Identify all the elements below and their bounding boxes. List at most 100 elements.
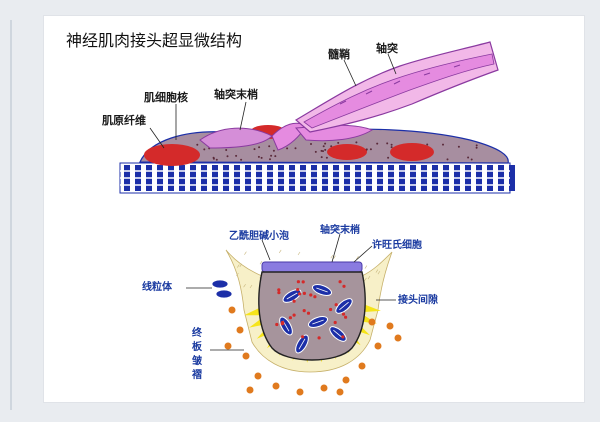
vesicle: [296, 288, 300, 292]
diagram-title: 神经肌肉接头超显微结构: [66, 31, 242, 50]
cytoplasm-dot: [286, 147, 289, 150]
schwann-stroke: [249, 284, 253, 289]
label-lower-axon-terminal: 轴突末梢: [320, 223, 360, 236]
cytoplasm-dot: [467, 156, 470, 159]
vesicle: [302, 309, 306, 313]
label-nucleus: 肌细胞核: [143, 90, 188, 104]
vesicle: [292, 299, 296, 303]
cytoplasm-dot: [320, 149, 323, 152]
cytoplasm-dot: [369, 148, 372, 151]
cytoplasm-dot: [226, 155, 229, 158]
cytoplasm-dot: [387, 156, 390, 159]
acetylcholine-vesicles: [275, 280, 348, 340]
junctional-fold: [362, 304, 381, 313]
cytoplasm-dot: [294, 147, 297, 150]
mitochondrion: [311, 284, 333, 296]
cytoplasm-dot: [376, 142, 379, 145]
vesicle: [341, 335, 345, 339]
orange-dot: [246, 386, 254, 394]
cytoplasm-dot: [426, 143, 429, 146]
cytoplasm-dot: [215, 158, 218, 161]
schwann-stroke: [259, 261, 263, 265]
vesicle: [313, 295, 317, 299]
cytoplasm-dot: [457, 145, 460, 148]
label-endplate-2: 板: [192, 340, 203, 353]
striation-lines: [120, 165, 515, 191]
vesicle: [329, 307, 333, 312]
orange-dot: [386, 322, 394, 330]
orange-dot: [272, 382, 280, 390]
label-myofibril: 肌原纤维: [101, 113, 146, 127]
vesicle: [341, 312, 346, 316]
cytoplasm-dot: [310, 143, 312, 145]
orange-dot: [336, 388, 344, 396]
mitochondrion-crista: [316, 287, 328, 293]
label-endplate-4: 褶: [192, 368, 202, 381]
schwann-stroke: [364, 265, 368, 269]
mitochondrion: [307, 316, 329, 328]
cytoplasm-dot: [337, 141, 340, 144]
vesicle: [277, 291, 281, 295]
vesicle: [277, 288, 281, 292]
cytoplasm-dot: [270, 154, 273, 157]
striation: [509, 165, 515, 191]
cytoplasm-dot: [320, 156, 323, 159]
orange-dot: [342, 376, 350, 384]
vesicle: [317, 336, 321, 340]
mitochondrion: [295, 334, 309, 354]
cytoplasm-dot: [330, 145, 333, 148]
vesicle: [280, 320, 285, 325]
junctional-fold: [244, 307, 263, 316]
cytoplasm-dot: [324, 148, 327, 151]
schwann-stroke: [237, 264, 240, 268]
cytoplasm-dot: [355, 141, 358, 144]
cytoplasm-dot: [212, 157, 215, 160]
muscle-nucleus: [390, 143, 434, 161]
orange-dot: [296, 388, 304, 396]
axon-terminal-membrane: [261, 261, 363, 273]
orange-dot: [394, 334, 402, 342]
vesicle: [344, 315, 348, 319]
cytoplasm-dot: [322, 150, 324, 153]
schwann-stroke: [239, 263, 243, 267]
mitochondrion-crista: [286, 292, 298, 300]
cytoplasm-dot: [269, 158, 271, 161]
cytoplasm-dot: [475, 146, 478, 149]
cytoplasm-dot: [390, 143, 393, 146]
cytoplasm-dot: [196, 143, 199, 146]
cytoplasm-dot: [390, 146, 393, 149]
cytoplasm-dot: [324, 142, 327, 145]
label-vesicle: 乙酰胆碱小泡: [229, 229, 289, 242]
cytoplasm-dot: [272, 149, 275, 152]
schwann-stroke: [297, 251, 301, 256]
orange-dot: [224, 342, 232, 350]
mitochondrion-crista: [339, 301, 349, 311]
mitochondrion: [215, 289, 233, 299]
cytoplasm-dot: [235, 154, 238, 157]
upper-leader-lines: [149, 53, 397, 149]
cytoplasm-dot: [274, 155, 277, 158]
cytoplasm-dot: [475, 144, 478, 147]
mitochondrion: [335, 298, 353, 314]
orange-dot: [368, 318, 376, 326]
vesicle: [288, 316, 292, 320]
cytoplasm-dot: [257, 155, 260, 158]
mitochondrion-crista: [298, 338, 306, 350]
axon-dashes: [339, 64, 461, 105]
label-cleft: 接头间隙: [398, 293, 438, 306]
upper-diagram: 髓鞘 轴突 肌细胞核 轴突末梢 肌原纤维: [101, 41, 515, 194]
orange-dot: [228, 306, 236, 314]
label-myelin: 髓鞘: [328, 47, 350, 61]
cytoplasm-dot: [268, 145, 271, 148]
schwann-stroke: [333, 255, 336, 259]
cytoplasm-dot: [446, 158, 449, 161]
schwann-stroke: [375, 269, 379, 273]
axon: [303, 53, 495, 129]
vesicle: [298, 292, 302, 296]
vesicle: [302, 291, 306, 295]
cytoplasm-dot: [314, 150, 317, 153]
cytoplasm-dot: [442, 143, 444, 146]
presynaptic-terminal: [258, 271, 366, 361]
